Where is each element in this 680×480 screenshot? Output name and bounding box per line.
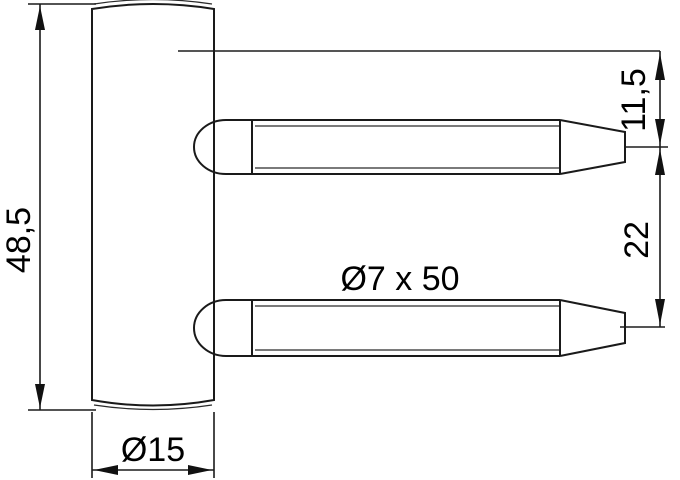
upper-pin-taper xyxy=(559,119,626,175)
upper-pin-head xyxy=(193,119,252,175)
mounting-plate xyxy=(91,0,215,411)
width-arrow-right xyxy=(188,465,212,475)
mounting-plate-top-edge xyxy=(93,0,213,5)
height-arrow-top xyxy=(35,6,45,30)
mounting-plate-bottom-edge xyxy=(93,404,213,411)
lower-pin-taper xyxy=(559,299,626,357)
dimension-pin-spacing: 22 xyxy=(618,147,665,327)
spacing-arrow-bottom xyxy=(655,299,665,325)
reference-lines xyxy=(178,50,668,328)
mounting-plate-outline xyxy=(91,3,215,407)
lower-pin xyxy=(193,299,626,357)
height-dim-label: 48,5 xyxy=(0,207,38,273)
offset-arrow-top xyxy=(655,53,665,80)
offset-arrow-bottom xyxy=(655,119,665,145)
dimension-offset-top: 11,5 xyxy=(615,51,665,147)
spacing-dim-label: 22 xyxy=(618,221,656,259)
lower-pin-head xyxy=(193,299,252,357)
pin-spec-label: Ø7 x 50 xyxy=(340,260,459,298)
offset-dim-label: 11,5 xyxy=(615,68,653,132)
spacing-arrow-top xyxy=(655,149,665,175)
height-arrow-bottom xyxy=(35,384,45,408)
width-arrow-left xyxy=(94,465,118,475)
upper-pin xyxy=(193,119,626,175)
dimension-height-overall: 48,5 xyxy=(0,3,96,411)
width-dim-label: Ø15 xyxy=(121,431,185,469)
dimension-plate-width: Ø15 xyxy=(91,412,215,478)
